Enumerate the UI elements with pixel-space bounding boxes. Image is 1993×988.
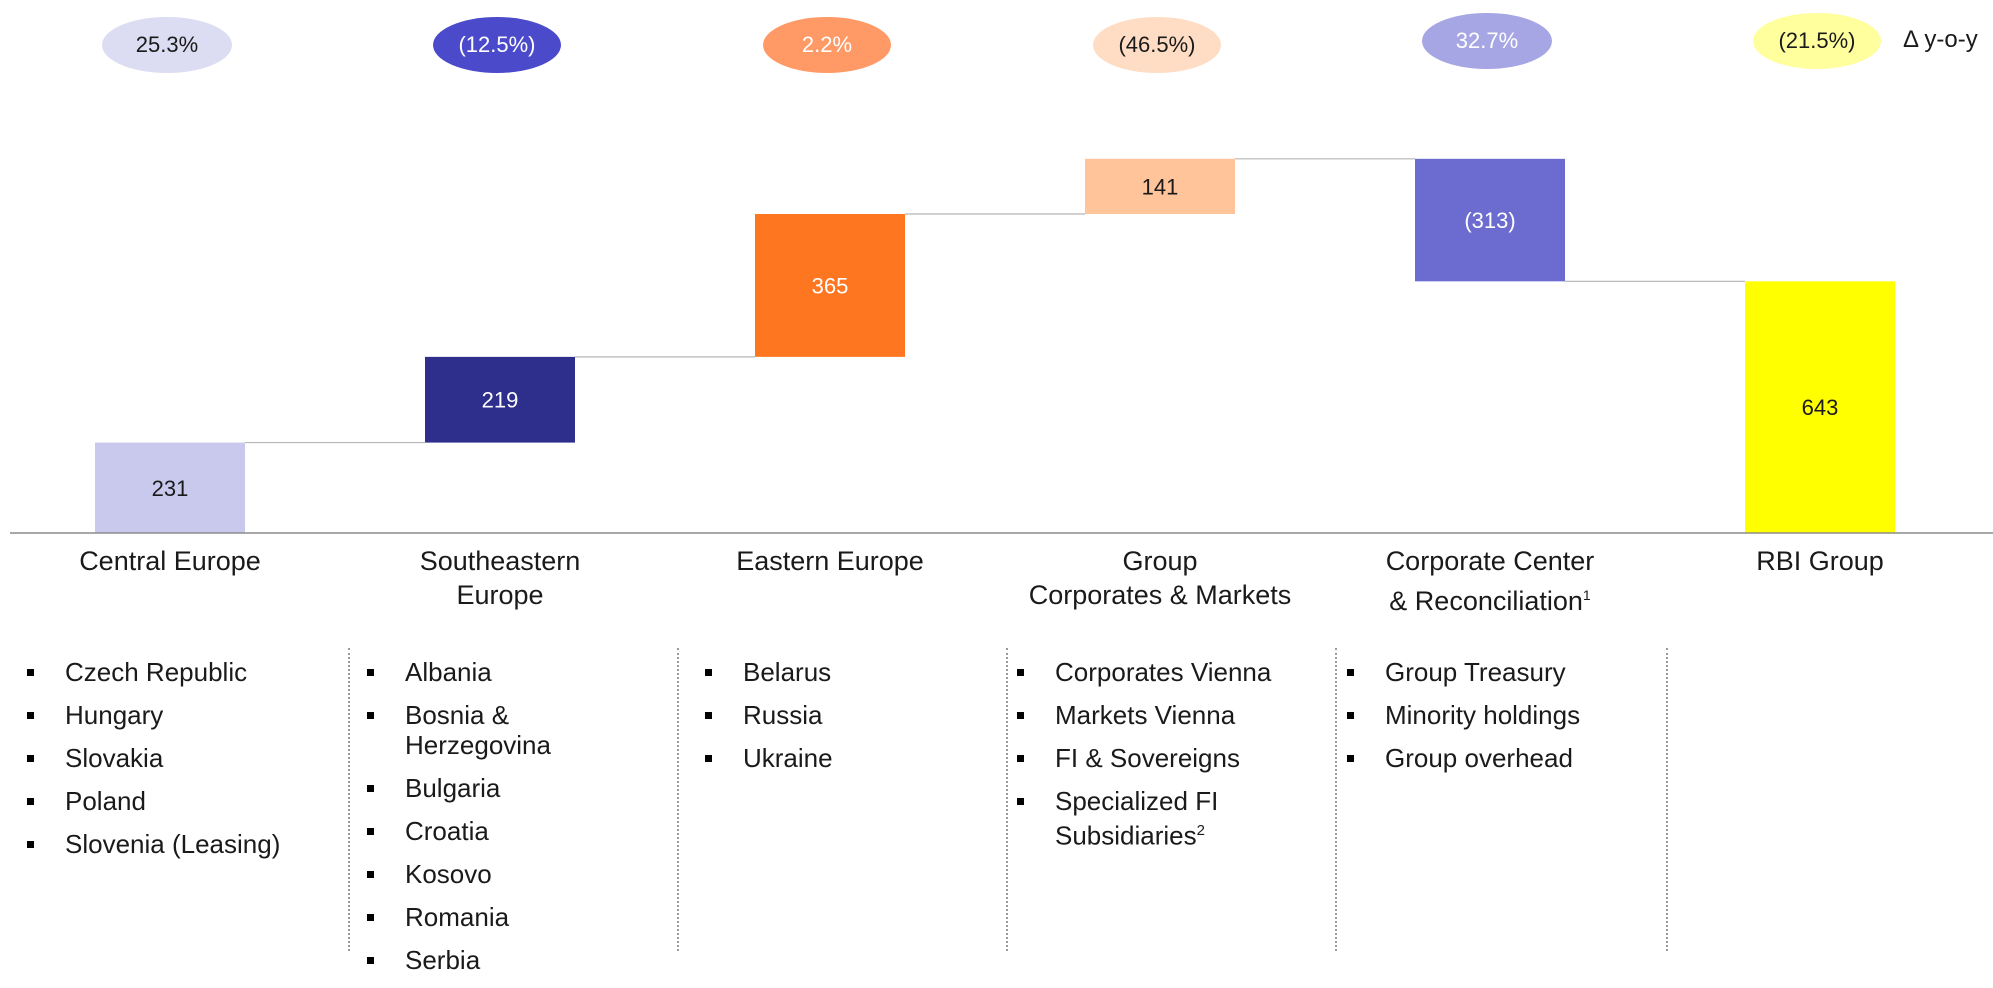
yoy-value: 2.2% — [801, 32, 853, 57]
list-item: Group Treasury — [1347, 657, 1647, 687]
bar-value-label: (313) — [1464, 208, 1515, 233]
list-item: Kosovo — [367, 859, 567, 889]
category-label: Central Europe — [5, 544, 335, 578]
column-separator — [1335, 648, 1337, 951]
list-item: Poland — [27, 786, 327, 816]
yoy-value: (12.5%) — [458, 32, 536, 57]
yoy-ellipse: 32.7% — [1422, 13, 1552, 69]
bar-value-label: 643 — [1802, 395, 1839, 420]
column-separator — [348, 648, 350, 951]
yoy-value: (21.5%) — [1778, 28, 1856, 53]
bar-value-label: 219 — [482, 388, 519, 413]
list-item: Serbia — [367, 945, 567, 975]
list-item: FI & Sovereigns — [1017, 743, 1287, 773]
bar-2 — [425, 356, 575, 443]
bar-3 — [755, 214, 905, 357]
yoy-ellipse: 2.2% — [763, 17, 891, 73]
category-label-line: Group — [1122, 546, 1198, 576]
list-item: Group overhead — [1347, 743, 1647, 773]
bar-4 — [1085, 158, 1235, 215]
waterfall-chart: 231 219 365 141 (313) 643 — [10, 158, 1993, 534]
yoy-ellipse: (21.5%) — [1753, 13, 1881, 69]
yoy-ellipse: (46.5%) — [1093, 17, 1221, 73]
footnote-marker: 2 — [1196, 822, 1205, 839]
yoy-value: (46.5%) — [1118, 32, 1196, 57]
list-item: Albania — [367, 657, 567, 687]
category-label: Corporate Center & Reconciliation1 — [1325, 544, 1655, 618]
category-label-line: Eastern Europe — [736, 546, 924, 576]
bar-value-label: 141 — [1142, 174, 1179, 199]
yoy-value: 32.7% — [1455, 28, 1519, 53]
list-item: Minority holdings — [1347, 700, 1647, 730]
bar-6 — [1745, 281, 1895, 533]
list-item: Russia — [705, 700, 1005, 730]
list-item: Czech Republic — [27, 657, 327, 687]
list-item: Bulgaria — [367, 773, 567, 803]
category-label-line: Southeastern — [419, 546, 581, 576]
waterfall-slide: 25.3% (12.5%) 2.2% (46.5%) 32.7% (21.5%) Δ y-… — [5, 13, 1993, 975]
bar-5 — [1415, 158, 1565, 282]
list-item: Hungary — [27, 700, 327, 730]
bar-value-label: 231 — [152, 476, 189, 501]
category-label-line: Europe — [456, 580, 544, 610]
list-item: Markets Vienna — [1017, 700, 1287, 730]
list-item: Ukraine — [705, 743, 1005, 773]
list-item: Specialized FI Subsidiaries2 — [1017, 786, 1287, 851]
list-item: Corporates Vienna — [1017, 657, 1287, 687]
bar-value-label: 365 — [812, 273, 849, 298]
footnote-marker: 1 — [1582, 587, 1591, 603]
yoy-legend-label: Δ y-o-y — [1903, 26, 1978, 53]
column-separator — [677, 648, 679, 951]
list-item: Slovenia (Leasing) — [27, 829, 327, 859]
list-item: Croatia — [367, 816, 567, 846]
category-label: Eastern Europe — [665, 544, 995, 578]
list-item: Romania — [367, 902, 567, 932]
category-label-line: RBI Group — [1756, 546, 1884, 576]
category-label-line: Central Europe — [79, 546, 261, 576]
bar-1 — [95, 442, 245, 533]
list-item: Bosnia & Herzegovina — [367, 700, 567, 760]
yoy-value: 25.3% — [135, 32, 199, 57]
list-item: Belarus — [705, 657, 1005, 687]
yoy-ellipse: (12.5%) — [433, 17, 561, 73]
category-label-line: Corporates & Markets — [1028, 580, 1292, 610]
category-label-line: Corporate Center — [1385, 546, 1595, 576]
list-item: Slovakia — [27, 743, 327, 773]
column-separator — [1666, 648, 1668, 951]
yoy-ellipse: 25.3% — [102, 17, 232, 73]
column-separator — [1006, 648, 1008, 951]
category-label: RBI Group — [1655, 544, 1985, 578]
category-label-line: & Reconciliation1 — [1389, 586, 1591, 616]
